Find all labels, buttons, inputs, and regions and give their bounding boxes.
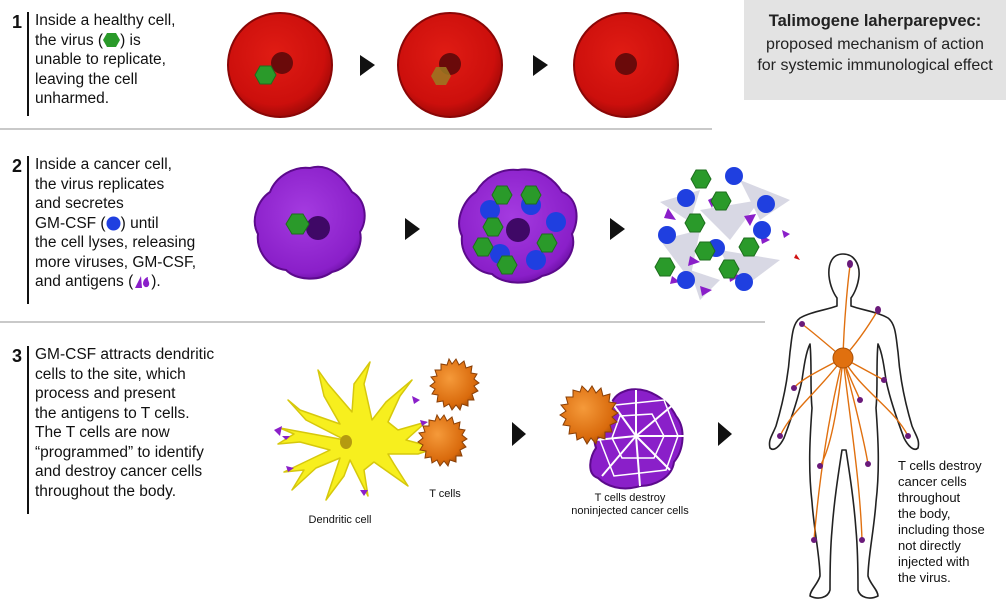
- virus-icon: [254, 65, 277, 85]
- diagram-subtitle: proposed mechanism of action for systemi…: [757, 36, 993, 74]
- central-t-cell: [832, 347, 854, 369]
- row1-illustrations: [227, 12, 679, 118]
- step-bar-1: [27, 12, 29, 116]
- metastasis-sites: [777, 260, 911, 543]
- diagram-title: Talimogene laherparepvec:: [768, 12, 982, 30]
- t-cell-attacking: [559, 385, 619, 446]
- human-body-figure: [768, 253, 920, 599]
- row2-illustrations: [253, 165, 800, 300]
- cancer-cell-1: [253, 165, 366, 280]
- arrow-icon: [533, 55, 548, 76]
- antigen-legend-icon: [135, 276, 150, 288]
- arrow-icon: [610, 218, 625, 240]
- virus-fading-icon: [431, 67, 451, 85]
- step-2-text-c: ).: [151, 273, 161, 290]
- arrow-icon: [405, 218, 420, 240]
- arrow-icon: [718, 422, 732, 446]
- step-2-text-b: ) until the cell lyses, releasing more v…: [35, 214, 197, 291]
- healthy-cell-2: [397, 12, 503, 118]
- row3-illustrations: [274, 357, 732, 501]
- caption-t-cells-destroy: T cells destroy noninjected cancer cells: [571, 492, 689, 517]
- step-bar-3: [27, 346, 29, 514]
- step-text-3: GM-CSF attracts dendritic cells to the s…: [35, 346, 215, 500]
- virus-legend-icon: [103, 32, 121, 47]
- step-number-2: 2: [12, 156, 23, 176]
- healthy-cell-3: [573, 12, 679, 118]
- lysed-cell-debris: [654, 167, 800, 300]
- caption-t-cells: T cells: [429, 488, 461, 500]
- body-outline: [768, 253, 920, 599]
- step-1-text-before: Inside a healthy cell, the virus (: [35, 12, 176, 49]
- arrow-icon: [512, 422, 526, 446]
- dendritic-cell: [274, 361, 437, 501]
- step-1-text-after: ) is unable to replicate, leaving the ce…: [35, 31, 166, 108]
- step-2-text-a: Inside a cancer cell, the virus replicat…: [35, 156, 172, 232]
- step-number-3: 3: [12, 346, 23, 366]
- step-text-2: Inside a cancer cell, the virus replicat…: [35, 155, 245, 292]
- separator-1: [0, 128, 712, 130]
- arrow-icon: [360, 55, 375, 76]
- cancer-cell-2: [458, 168, 578, 284]
- caption-dendritic-cell: Dendritic cell: [308, 514, 372, 526]
- step-bar-2: [27, 156, 29, 304]
- step-text-1: Inside a healthy cell, the virus () is u…: [35, 11, 235, 109]
- title-box: Talimogene laherparepvec: proposed mecha…: [744, 0, 1006, 100]
- healthy-cell-1: [227, 12, 333, 118]
- gm-csf-legend-icon: [106, 216, 121, 230]
- virus-icon: [285, 213, 310, 235]
- caption-body: T cells destroy cancer cells throughout …: [898, 458, 985, 585]
- t-cell-upper: [429, 357, 480, 412]
- step-number-1: 1: [12, 12, 23, 32]
- separator-2: [0, 321, 765, 323]
- t-cell-lower: [417, 413, 468, 468]
